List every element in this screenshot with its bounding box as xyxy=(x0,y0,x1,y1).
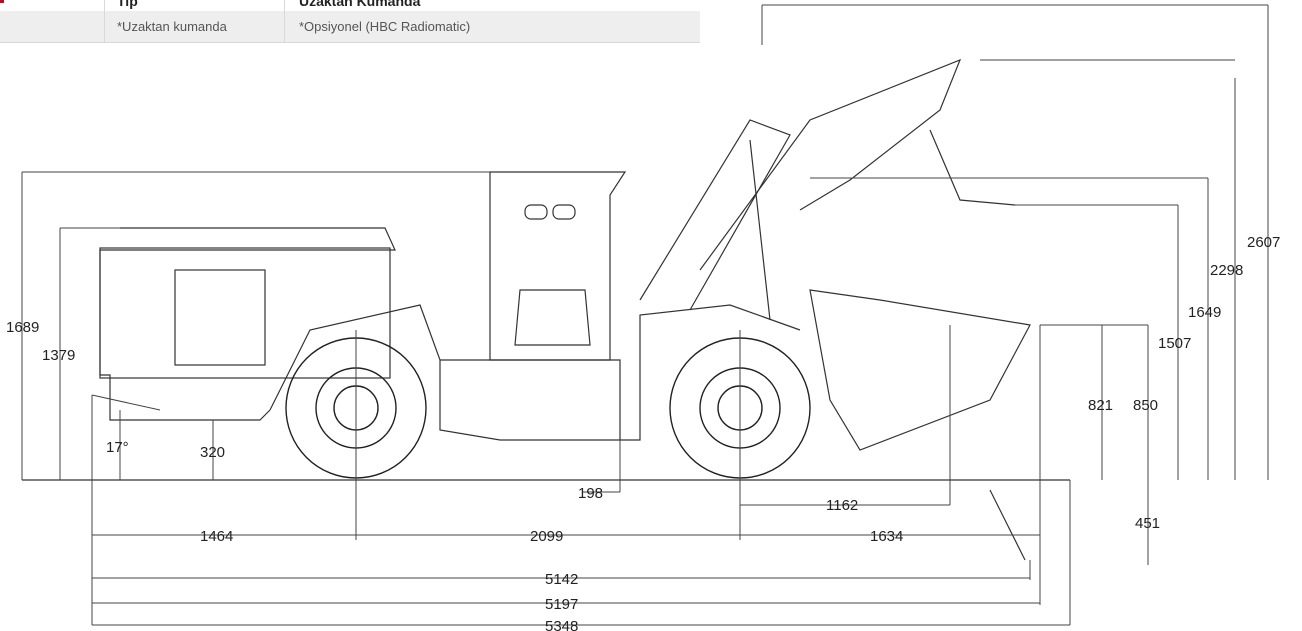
engine-grille xyxy=(174,269,266,366)
dim-pin-height-raised: 2298 xyxy=(1210,262,1243,279)
dim-reach-at-dump: 1162 xyxy=(826,497,858,514)
spec-table-row: *Uzaktan kumanda *Opsiyonel (HBC Radioma… xyxy=(0,11,700,43)
dim-dig-depth: 451 xyxy=(1135,515,1160,532)
cab-frame xyxy=(489,171,627,361)
lowered-bucket xyxy=(809,289,1031,451)
cab-window-left xyxy=(524,204,548,220)
dim-max-raised-height: 2607 xyxy=(1247,234,1280,251)
hood-top xyxy=(100,227,396,251)
dim-front-to-bucket: 1634 xyxy=(870,528,903,545)
lift-arm xyxy=(639,119,791,311)
operator-seat xyxy=(514,289,591,346)
tilt-link xyxy=(749,139,771,321)
dim-center-clearance: 198 xyxy=(578,485,603,502)
dim-dump-clearance-2: 1649 xyxy=(1188,304,1221,321)
dig-bucket-lip xyxy=(989,489,1026,561)
dim-wheelbase: 2099 xyxy=(530,528,563,545)
main-frame xyxy=(269,304,801,441)
dim-overall-height: 1689 xyxy=(6,319,39,336)
dim-length-5348: 5348 xyxy=(545,618,578,631)
rear-chassis xyxy=(99,250,271,421)
dump-bucket-lip xyxy=(929,129,1016,206)
dim-bucket-lip-height: 821 xyxy=(1088,397,1113,414)
dim-bucket-pin-height: 850 xyxy=(1133,397,1158,414)
dim-dump-clearance-1: 1507 xyxy=(1158,335,1191,352)
dim-rear-overhang: 1464 xyxy=(200,528,233,545)
dim-length-5197: 5197 xyxy=(545,596,578,613)
dim-hood-height: 1379 xyxy=(42,347,75,364)
cab-window-right xyxy=(552,204,576,220)
engine-hood xyxy=(99,247,391,379)
spec-header-type: Tip xyxy=(104,0,284,11)
dim-departure-angle: 17° xyxy=(106,439,129,456)
articulation-joint xyxy=(440,359,621,440)
dim-length-5142: 5142 xyxy=(545,571,578,588)
spec-header-remote: Uzaktan Kumanda xyxy=(284,0,700,11)
dim-rear-clearance: 320 xyxy=(200,444,225,461)
spec-table: Tip Uzaktan Kumanda *Uzaktan kumanda *Op… xyxy=(0,0,700,43)
raised-bucket xyxy=(699,58,962,271)
spec-cell-remote: *Opsiyonel (HBC Radiomatic) xyxy=(284,11,700,42)
spec-cell-type: *Uzaktan kumanda xyxy=(104,11,284,42)
accent-marker xyxy=(0,0,4,3)
